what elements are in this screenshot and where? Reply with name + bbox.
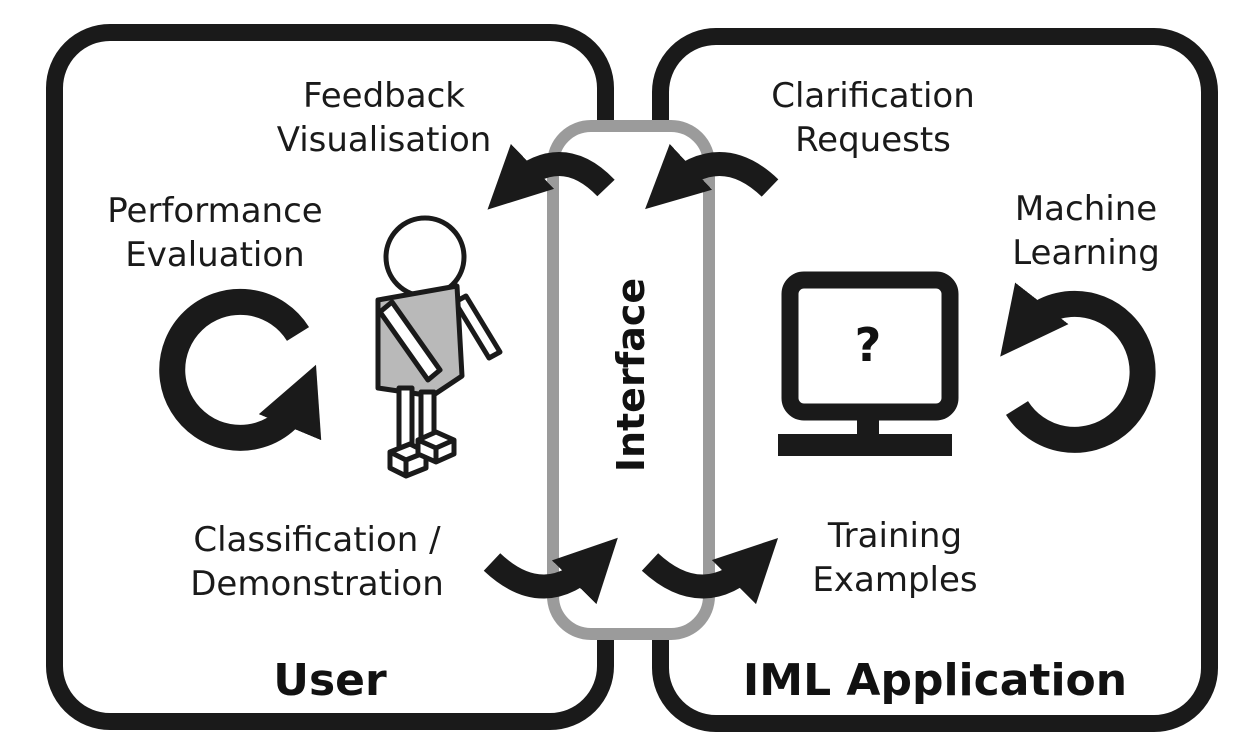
feedback-visualisation-label: Feedback Visualisation bbox=[276, 76, 492, 160]
iml-application-title: IML Application bbox=[742, 655, 1128, 706]
performance-evaluation-label: Performance Evaluation bbox=[107, 191, 323, 275]
interface-label: Interface bbox=[609, 277, 653, 473]
user-figure-icon bbox=[375, 215, 503, 479]
user-title: User bbox=[273, 655, 387, 706]
feedback-arrow-icon bbox=[487, 143, 615, 210]
training-arrow-icon bbox=[641, 537, 779, 605]
machine-learning-label: Machine Learning bbox=[1012, 189, 1160, 273]
classification-demonstration-label: Classification / Demonstration bbox=[190, 520, 444, 604]
clarification-arrow-icon bbox=[645, 143, 779, 210]
iml-application-panel bbox=[652, 28, 1218, 732]
monitor-question-mark: ? bbox=[854, 318, 882, 372]
machine-learning-cycle-arrow-icon bbox=[1000, 282, 1156, 453]
monitor-icon bbox=[778, 271, 959, 456]
performance-cycle-arrow-icon bbox=[159, 288, 322, 451]
classification-arrow-icon bbox=[483, 537, 618, 605]
training-examples-label: Training Examples bbox=[812, 516, 978, 600]
clarification-requests-label: Clarification Requests bbox=[771, 76, 975, 160]
